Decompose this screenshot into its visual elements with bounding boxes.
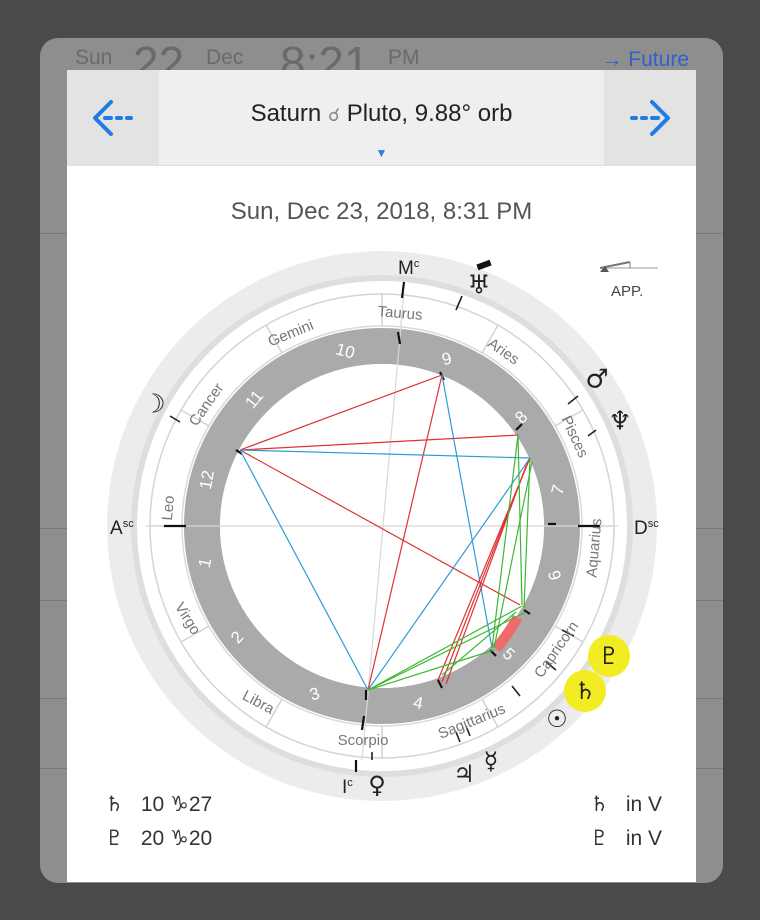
applying-indicator-icon <box>599 261 658 272</box>
house-number: 10 <box>334 339 357 362</box>
pluto-house: ♇ in V <box>590 826 662 851</box>
saturn-icon: ♄ <box>105 792 124 816</box>
jupiter-icon[interactable]: ♃ <box>453 760 475 788</box>
saturn-degree: 10 <box>140 793 165 816</box>
divider <box>696 528 723 529</box>
future-link[interactable]: → Future <box>601 48 689 71</box>
aspect-detail-panel: Saturn ☌ Pluto, 9.88° orb ▼ Sun, Dec 23,… <box>67 70 696 882</box>
capricorn-icon: ♑ <box>170 826 189 850</box>
natal-chart[interactable]: 1 2 3 4 5 6 7 8 9 10 11 12 Taurus Aries … <box>67 70 696 882</box>
pluto-position: ♇ 20 ♑20 <box>105 826 212 851</box>
divider <box>40 528 67 529</box>
conjunction-icon: ☌ <box>327 105 341 125</box>
sign-label: Leo <box>159 495 178 521</box>
saturn-pluto-orb-arc <box>492 615 522 652</box>
saturn-icon[interactable]: ♄ <box>574 677 596 705</box>
saturn-highlight <box>564 670 606 712</box>
pluto-icon: ♇ <box>589 826 609 850</box>
divider <box>696 768 723 769</box>
aspect-planet-a: Saturn <box>250 100 322 127</box>
saturn-house: ♄ in V <box>590 792 662 817</box>
aspect-title[interactable]: Saturn ☌ Pluto, 9.88° orb <box>159 100 604 128</box>
retrograde-marker <box>476 259 492 271</box>
sign-label: Taurus <box>377 303 423 324</box>
divider <box>696 233 723 234</box>
sun-icon[interactable]: ☉ <box>546 705 568 733</box>
applying-label: APP. <box>611 283 644 300</box>
back-arrow-icon <box>93 99 133 136</box>
sign-label: Aquarius <box>583 518 605 578</box>
imum-coeli-label: Ic <box>342 777 353 798</box>
pluto-house-text: in V <box>625 827 662 850</box>
dropdown-caret-icon[interactable]: ▼ <box>375 146 388 160</box>
descendant-label: Dsc <box>634 518 659 539</box>
pluto-icon[interactable]: ♇ <box>598 642 620 670</box>
house-number: 12 <box>196 469 218 491</box>
divider <box>40 698 67 699</box>
divider <box>696 698 723 699</box>
divider <box>40 768 67 769</box>
divider <box>40 600 67 601</box>
divider <box>40 233 67 234</box>
previous-aspect-button[interactable] <box>67 70 159 165</box>
pluto-highlight <box>588 635 630 677</box>
background-day: Sun <box>75 46 113 69</box>
divider <box>696 600 723 601</box>
house-number: 4 <box>412 693 425 714</box>
pluto-icon: ♇ <box>105 826 124 850</box>
uranus-icon[interactable]: ♅ <box>467 271 490 301</box>
mercury-icon[interactable]: ☿ <box>484 747 499 775</box>
saturn-icon: ♄ <box>589 792 609 816</box>
sign-label: Scorpio <box>338 732 389 749</box>
forward-arrow-icon <box>630 99 670 136</box>
saturn-minutes: 27 <box>188 793 213 816</box>
pluto-degree: 20 <box>140 827 165 850</box>
moon-icon[interactable]: ☽ <box>142 390 165 420</box>
house-number: 1 <box>195 556 216 569</box>
mars-icon[interactable]: ♂ <box>585 365 608 395</box>
background-ampm: PM <box>388 46 420 69</box>
aspect-navigation-bar: Saturn ☌ Pluto, 9.88° orb ▼ <box>67 70 696 166</box>
saturn-position: ♄ 10 ♑27 <box>105 792 212 817</box>
background-month: Dec <box>206 46 244 69</box>
pluto-minutes: 20 <box>188 827 213 850</box>
ascendant-label: Asc <box>110 518 134 539</box>
venus-icon[interactable]: ♀ <box>368 771 386 799</box>
meridian-line <box>361 291 405 761</box>
neptune-icon[interactable]: ♆ <box>608 407 631 437</box>
midheaven-label: Mc <box>398 258 420 279</box>
next-aspect-button[interactable] <box>604 70 696 165</box>
saturn-house-text: in V <box>625 793 662 816</box>
capricorn-icon: ♑ <box>170 792 189 816</box>
chart-datetime: Sun, Dec 23, 2018, 8:31 PM <box>230 198 533 225</box>
aspect-planet-b-orb: Pluto, 9.88° orb <box>346 100 513 127</box>
